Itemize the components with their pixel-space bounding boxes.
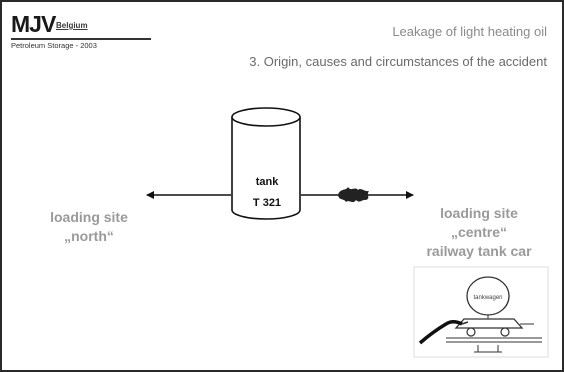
logo-underline (11, 38, 151, 40)
centre-site-line1: loading site (440, 205, 518, 221)
leak-splash-icon (338, 187, 369, 203)
north-site-line2: „north“ (64, 228, 114, 244)
north-site-line1: loading site (50, 209, 128, 225)
railway-tank-car-icon: tankwagen (413, 266, 549, 358)
centre-site-line3: railway tank car (426, 243, 532, 259)
tank-label: tank T 321 (234, 172, 300, 214)
logo-mark: MJV (11, 11, 56, 37)
slide-title: Leakage of light heating oil (392, 24, 547, 39)
tank-label-id: T 321 (252, 197, 282, 209)
loading-site-north-label: loading site „north“ (30, 208, 148, 246)
company-logo: MJV Belgium Petroleum Storage - 2003 (11, 12, 151, 52)
loading-site-centre-label: loading site „centre“ railway tank car (406, 204, 552, 261)
logo-tagline: Petroleum Storage - 2003 (11, 41, 97, 50)
logo-country: Belgium (56, 21, 88, 30)
tank-label-name: tank (255, 176, 279, 188)
tank-t321-icon (231, 107, 301, 220)
centre-site-line2: „centre“ (450, 224, 508, 240)
slide-subtitle: 3. Origin, causes and circumstances of t… (249, 54, 547, 69)
tank-car-label: tankwagen (473, 295, 502, 301)
